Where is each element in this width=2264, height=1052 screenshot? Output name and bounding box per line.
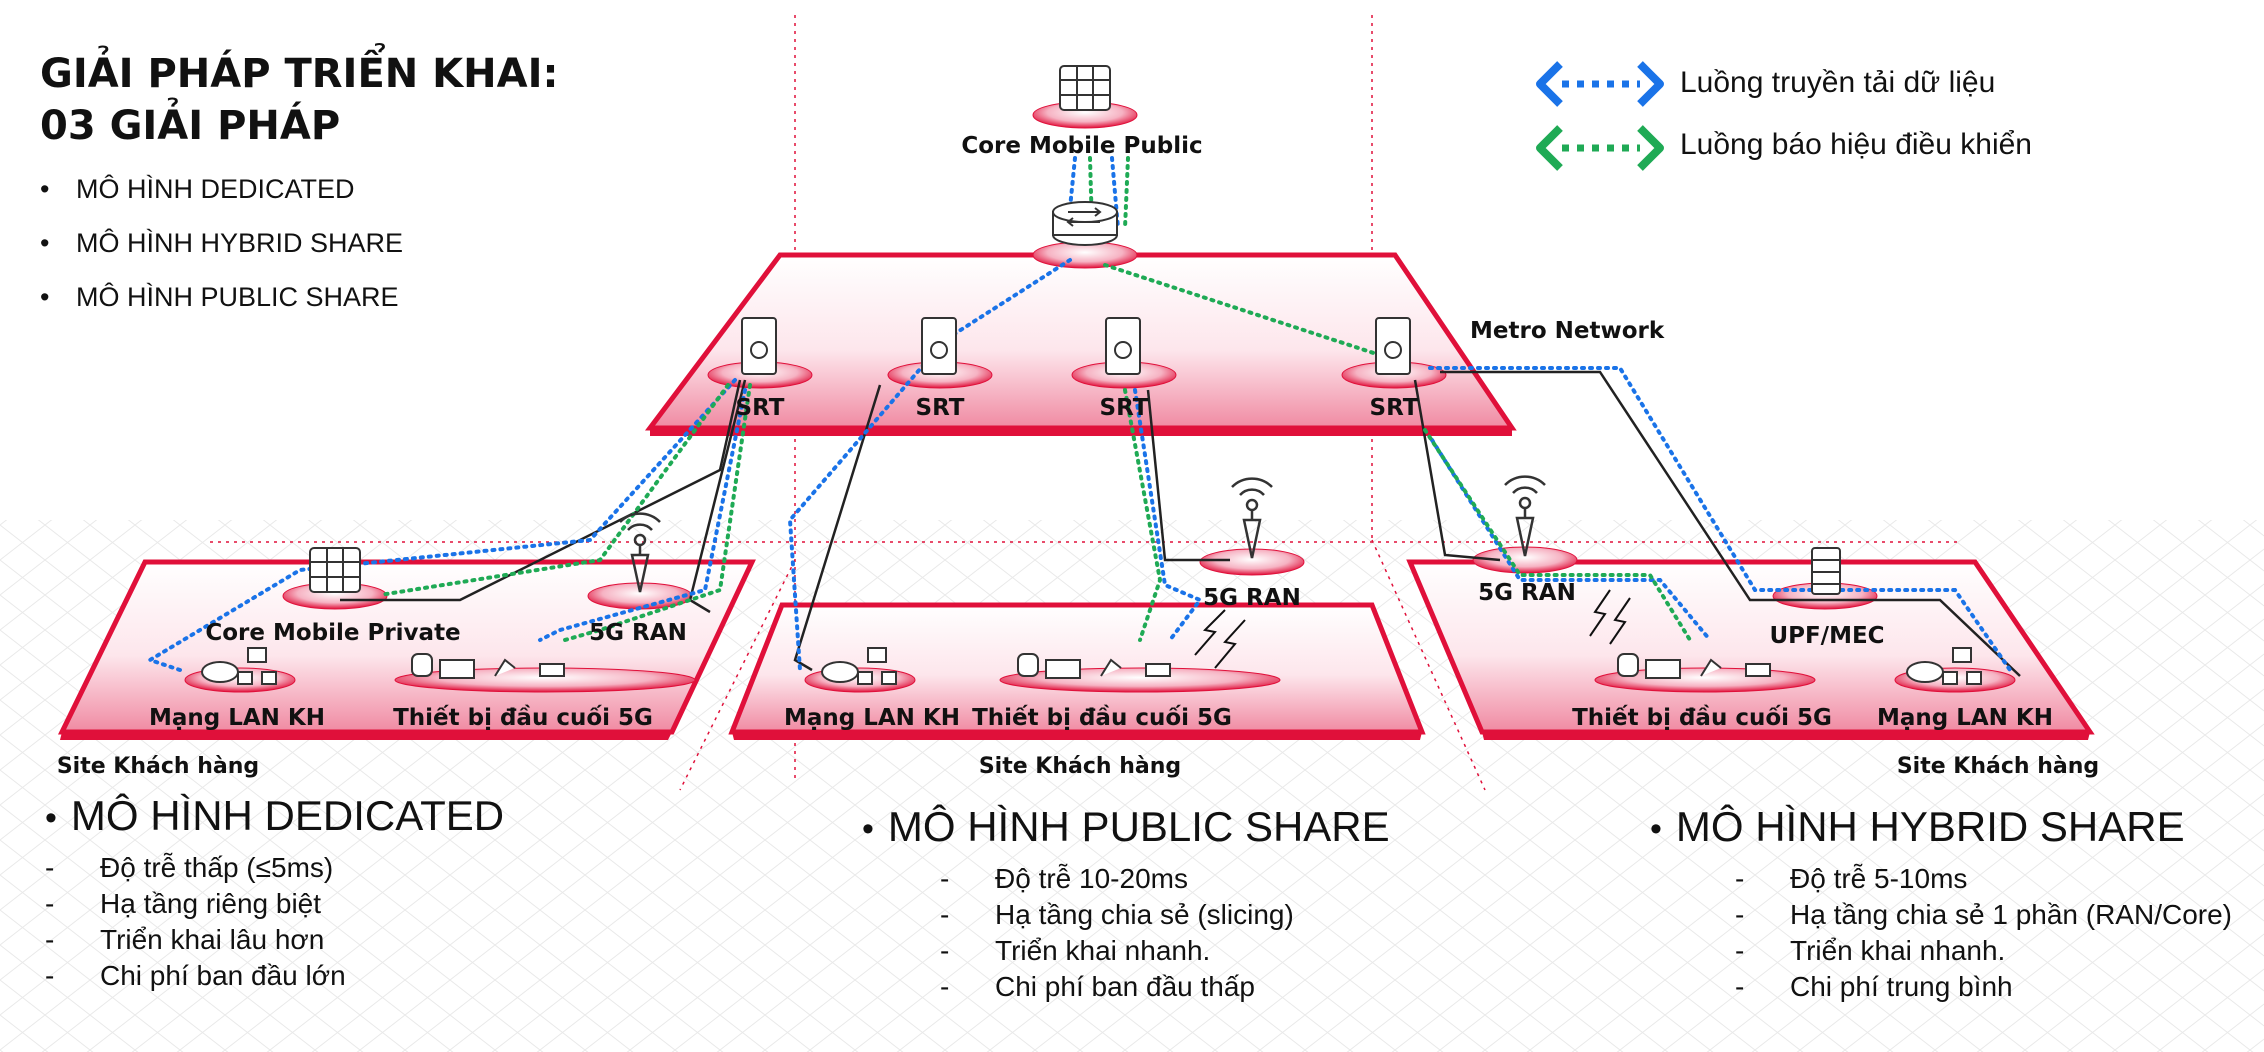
switch-icon bbox=[1052, 201, 1118, 246]
core-public-label: Core Mobile Public bbox=[961, 133, 1202, 159]
ran-label-left: 5G RAN bbox=[589, 620, 687, 646]
legend-data-arrow bbox=[1536, 61, 1664, 107]
lan-icons bbox=[201, 647, 1982, 685]
list-item: MÔ HÌNH PUBLIC SHARE bbox=[40, 270, 403, 324]
upf-label: UPF/MEC bbox=[1769, 623, 1884, 649]
lan-label-left: Mạng LAN KH bbox=[149, 705, 325, 731]
model-title: MÔ HÌNH DEDICATED bbox=[45, 792, 504, 840]
core-private-label: Core Mobile Private bbox=[205, 620, 460, 646]
model-dedicated: MÔ HÌNH DEDICATED Độ trễ thấp (≤5ms) Hạ … bbox=[45, 792, 504, 994]
device-icons bbox=[411, 653, 1771, 679]
model-item: Chi phí trung bình bbox=[1735, 969, 2232, 1005]
upf-server-icon bbox=[1811, 547, 1841, 595]
srt-label: SRT bbox=[1370, 395, 1419, 421]
site-label-left: Site Khách hàng bbox=[57, 754, 259, 779]
section-dividers bbox=[210, 15, 1960, 791]
srt-label: SRT bbox=[916, 395, 965, 421]
model-item: Triển khai nhanh. bbox=[1735, 933, 2232, 969]
solution-list: MÔ HÌNH DEDICATED MÔ HÌNH HYBRID SHARE M… bbox=[40, 162, 403, 324]
lightning-icons bbox=[1194, 589, 1631, 669]
model-item: Độ trễ 5-10ms bbox=[1735, 861, 2232, 897]
srt-label: SRT bbox=[736, 395, 785, 421]
model-title: MÔ HÌNH HYBRID SHARE bbox=[1650, 803, 2232, 851]
list-item: MÔ HÌNH DEDICATED bbox=[40, 162, 403, 216]
site-label-mid: Site Khách hàng bbox=[979, 754, 1181, 779]
srt-router-icons bbox=[741, 317, 1411, 375]
model-item: Hạ tầng chia sẻ (slicing) bbox=[940, 897, 1390, 933]
list-item: MÔ HÌNH HYBRID SHARE bbox=[40, 216, 403, 270]
model-public-share: MÔ HÌNH PUBLIC SHARE Độ trễ 10-20ms Hạ t… bbox=[862, 803, 1390, 1005]
antenna-icons bbox=[619, 475, 1546, 593]
lan-label-mid: Mạng LAN KH bbox=[784, 705, 960, 731]
lan-label-right: Mạng LAN KH bbox=[1877, 705, 2053, 731]
model-item: Hạ tầng riêng biệt bbox=[45, 886, 504, 922]
model-item: Hạ tầng chia sẻ 1 phần (RAN/Core) bbox=[1735, 897, 2232, 933]
metro-network-label: Metro Network bbox=[1470, 318, 1665, 344]
legend-data-label: Luồng truyền tải dữ liệu bbox=[1680, 66, 1996, 99]
green-signal-flow bbox=[378, 156, 1692, 642]
site-label-right: Site Khách hàng bbox=[1897, 754, 2099, 779]
server-icon bbox=[1059, 65, 1111, 111]
srt-label: SRT bbox=[1100, 395, 1149, 421]
title-line-1: GIẢI PHÁP TRIỂN KHAI: bbox=[40, 51, 559, 97]
private-core-server-icon bbox=[309, 547, 361, 593]
blue-data-flow bbox=[145, 156, 2012, 672]
ran-label-mid: 5G RAN bbox=[1203, 585, 1301, 611]
model-item: Triển khai nhanh. bbox=[940, 933, 1390, 969]
model-item: Chi phí ban đầu lớn bbox=[45, 958, 504, 994]
model-item: Độ trễ 10-20ms bbox=[940, 861, 1390, 897]
model-item: Triển khai lâu hơn bbox=[45, 922, 504, 958]
model-item: Độ trễ thấp (≤5ms) bbox=[45, 850, 504, 886]
model-item: Chi phí ban đầu thấp bbox=[940, 969, 1390, 1005]
ran-label-right: 5G RAN bbox=[1478, 580, 1576, 606]
devices-label-left: Thiết bị đầu cuối 5G bbox=[393, 704, 653, 731]
devices-label-right: Thiết bị đầu cuối 5G bbox=[1572, 704, 1832, 731]
model-title: MÔ HÌNH PUBLIC SHARE bbox=[862, 803, 1390, 851]
model-hybrid-share: MÔ HÌNH HYBRID SHARE Độ trễ 5-10ms Hạ tầ… bbox=[1650, 803, 2232, 1005]
title-line-2: 03 GIẢI PHÁP bbox=[40, 103, 341, 149]
legend-signal-label: Luồng báo hiệu điều khiển bbox=[1680, 128, 2032, 161]
page-title: GIẢI PHÁP TRIỂN KHAI: 03 GIẢI PHÁP bbox=[40, 48, 558, 152]
devices-label-mid: Thiết bị đầu cuối 5G bbox=[972, 704, 1232, 731]
legend-signal-arrow bbox=[1536, 125, 1664, 171]
